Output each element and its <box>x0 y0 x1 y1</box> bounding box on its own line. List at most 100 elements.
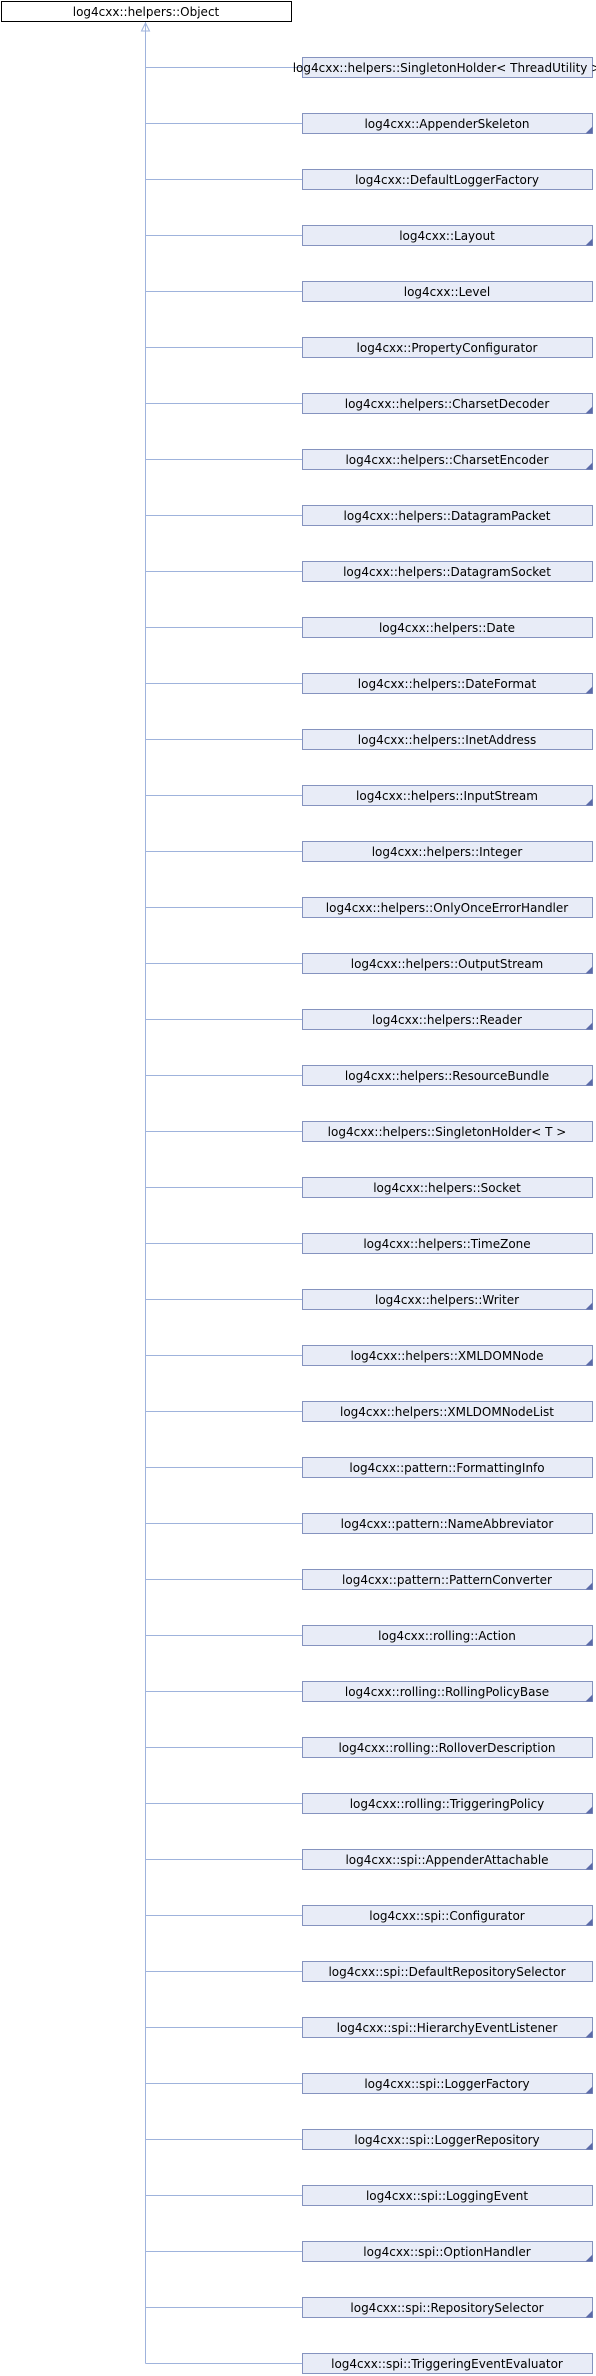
child-class-label: log4cxx::spi::LoggingEvent <box>366 2189 528 2203</box>
child-class-node[interactable]: log4cxx::helpers::Reader <box>302 1009 593 1030</box>
child-class-node[interactable]: log4cxx::helpers::Writer <box>302 1289 593 1310</box>
child-class-node[interactable]: log4cxx::spi::LoggerRepository <box>302 2129 593 2150</box>
child-class-label: log4cxx::spi::LoggerFactory <box>364 2077 529 2091</box>
child-class-node[interactable]: log4cxx::helpers::XMLDOMNode <box>302 1345 593 1366</box>
child-class-node[interactable]: log4cxx::PropertyConfigurator <box>302 337 593 358</box>
child-class-node[interactable]: log4cxx::spi::LoggerFactory <box>302 2073 593 2094</box>
child-class-box <box>302 449 593 470</box>
child-class-node[interactable]: log4cxx::spi::Configurator <box>302 1905 593 1926</box>
child-class-node[interactable]: log4cxx::helpers::DateFormat <box>302 673 593 694</box>
child-class-box <box>302 673 593 694</box>
child-class-node[interactable]: log4cxx::spi::RepositorySelector <box>302 2297 593 2318</box>
has-subclasses-marker <box>585 1078 593 1086</box>
child-class-label: log4cxx::rolling::RolloverDescription <box>338 1741 555 1755</box>
child-class-node[interactable]: log4cxx::rolling::Action <box>302 1625 593 1646</box>
child-class-node[interactable]: log4cxx::helpers::DatagramSocket <box>302 561 593 582</box>
child-class-box <box>302 1793 593 1814</box>
child-class-node[interactable]: log4cxx::AppenderSkeleton <box>302 113 593 134</box>
child-class-node[interactable]: log4cxx::spi::TriggeringEventEvaluator <box>302 2353 593 2374</box>
child-class-box <box>302 1961 593 1982</box>
child-class-box <box>302 1121 593 1142</box>
child-class-node[interactable]: log4cxx::rolling::RolloverDescription <box>302 1737 593 1758</box>
child-class-box <box>302 57 593 78</box>
child-class-node[interactable]: log4cxx::spi::HierarchyEventListener <box>302 2017 593 2038</box>
child-class-label: log4cxx::helpers::XMLDOMNodeList <box>340 1405 554 1419</box>
child-class-box <box>302 337 593 358</box>
child-class-node[interactable]: log4cxx::helpers::Date <box>302 617 593 638</box>
child-class-label: log4cxx::helpers::Integer <box>372 845 523 859</box>
child-class-box <box>302 561 593 582</box>
child-class-node[interactable]: log4cxx::spi::AppenderAttachable <box>302 1849 593 1870</box>
child-class-label: log4cxx::spi::AppenderAttachable <box>345 1853 548 1867</box>
child-class-box <box>302 281 593 302</box>
child-class-label: log4cxx::AppenderSkeleton <box>364 117 529 131</box>
has-subclasses-marker <box>585 1582 593 1590</box>
child-class-box <box>302 1177 593 1198</box>
child-class-node[interactable]: log4cxx::Layout <box>302 225 593 246</box>
child-class-label: log4cxx::spi::Configurator <box>369 1909 525 1923</box>
has-subclasses-marker <box>585 1694 593 1702</box>
child-class-box <box>302 1849 593 1870</box>
child-class-box <box>302 617 593 638</box>
has-subclasses-marker <box>585 2086 593 2094</box>
child-class-node[interactable]: log4cxx::helpers::InetAddress <box>302 729 593 750</box>
child-class-label: log4cxx::helpers::CharsetDecoder <box>345 397 550 411</box>
child-class-node[interactable]: log4cxx::helpers::Integer <box>302 841 593 862</box>
child-class-node[interactable]: log4cxx::pattern::FormattingInfo <box>302 1457 593 1478</box>
child-class-node[interactable]: log4cxx::helpers::InputStream <box>302 785 593 806</box>
child-class-label: log4cxx::pattern::NameAbbreviator <box>341 1517 554 1531</box>
child-class-node[interactable]: log4cxx::helpers::TimeZone <box>302 1233 593 1254</box>
child-class-node[interactable]: log4cxx::helpers::SingletonHolder< T > <box>302 1121 593 1142</box>
child-class-box <box>302 2129 593 2150</box>
child-class-node[interactable]: log4cxx::spi::OptionHandler <box>302 2241 593 2262</box>
child-class-node[interactable]: log4cxx::spi::LoggingEvent <box>302 2185 593 2206</box>
child-class-label: log4cxx::helpers::DatagramPacket <box>344 509 551 523</box>
has-subclasses-marker <box>585 2030 593 2038</box>
child-class-node[interactable]: log4cxx::helpers::OnlyOnceErrorHandler <box>302 897 593 918</box>
has-subclasses-marker <box>585 406 593 414</box>
child-class-node[interactable]: log4cxx::helpers::CharsetEncoder <box>302 449 593 470</box>
child-class-label: log4cxx::pattern::FormattingInfo <box>349 1461 544 1475</box>
child-class-node[interactable]: log4cxx::helpers::SingletonHolder< Threa… <box>293 57 596 78</box>
child-class-box <box>302 1625 593 1646</box>
root-class-node[interactable]: log4cxx::helpers::Object <box>1 1 292 22</box>
child-class-label: log4cxx::helpers::OutputStream <box>351 957 544 971</box>
child-class-node[interactable]: log4cxx::helpers::XMLDOMNodeList <box>302 1401 593 1422</box>
child-class-label: log4cxx::helpers::Date <box>379 621 515 635</box>
child-class-box <box>302 1345 593 1366</box>
has-subclasses-marker <box>585 966 593 974</box>
child-class-label: log4cxx::helpers::InputStream <box>356 789 538 803</box>
child-class-box <box>302 113 593 134</box>
child-class-node[interactable]: log4cxx::helpers::OutputStream <box>302 953 593 974</box>
child-class-label: log4cxx::helpers::DatagramSocket <box>343 565 551 579</box>
child-class-box <box>302 393 593 414</box>
child-class-box <box>302 1905 593 1926</box>
child-class-label: log4cxx::helpers::ResourceBundle <box>345 1069 549 1083</box>
child-class-label: log4cxx::spi::TriggeringEventEvaluator <box>331 2357 563 2371</box>
child-class-box <box>302 2073 593 2094</box>
child-class-label: log4cxx::helpers::SingletonHolder< T > <box>328 1125 567 1139</box>
child-class-node[interactable]: log4cxx::DefaultLoggerFactory <box>302 169 593 190</box>
child-class-node[interactable]: log4cxx::pattern::NameAbbreviator <box>302 1513 593 1534</box>
has-subclasses-marker <box>585 1806 593 1814</box>
child-class-node[interactable]: log4cxx::helpers::CharsetDecoder <box>302 393 593 414</box>
child-class-box <box>302 2017 593 2038</box>
child-class-node[interactable]: log4cxx::helpers::DatagramPacket <box>302 505 593 526</box>
child-class-box <box>302 1065 593 1086</box>
child-class-label: log4cxx::Layout <box>399 229 495 243</box>
child-class-node[interactable]: log4cxx::spi::DefaultRepositorySelector <box>302 1961 593 1982</box>
child-class-box <box>302 785 593 806</box>
child-class-node[interactable]: log4cxx::Level <box>302 281 593 302</box>
inheritance-arrowhead <box>140 21 151 32</box>
child-class-label: log4cxx::helpers::Writer <box>375 1293 519 1307</box>
has-subclasses-marker <box>585 1638 593 1646</box>
child-class-label: log4cxx::spi::HierarchyEventListener <box>337 2021 558 2035</box>
child-class-node[interactable]: log4cxx::rolling::RollingPolicyBase <box>302 1681 593 1702</box>
has-subclasses-marker <box>585 1358 593 1366</box>
child-class-node[interactable]: log4cxx::rolling::TriggeringPolicy <box>302 1793 593 1814</box>
child-class-node[interactable]: log4cxx::helpers::ResourceBundle <box>302 1065 593 1086</box>
child-class-node[interactable]: log4cxx::pattern::PatternConverter <box>302 1569 593 1590</box>
child-class-box <box>302 1233 593 1254</box>
child-class-node[interactable]: log4cxx::helpers::Socket <box>302 1177 593 1198</box>
